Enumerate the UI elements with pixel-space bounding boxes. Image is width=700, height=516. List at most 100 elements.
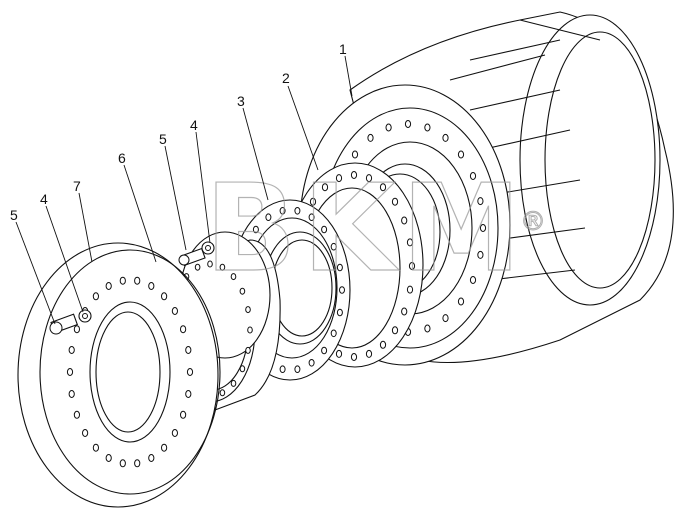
- bolt-hole: [161, 292, 168, 301]
- bolt-hole: [180, 410, 187, 419]
- leader-5-upper: [164, 145, 187, 251]
- bolt-hole: [239, 365, 246, 373]
- bolt-hole: [82, 429, 89, 437]
- bolt-hole: [73, 410, 81, 419]
- bolt-hole: [134, 276, 141, 285]
- watermark-registered-mark: ®: [520, 207, 546, 237]
- bolt-hole: [321, 225, 328, 234]
- bolt-hole: [385, 123, 392, 132]
- callout-3: 3: [237, 93, 245, 109]
- bolt-hole: [365, 174, 373, 183]
- bolt-hole: [171, 307, 178, 315]
- leader-2: [287, 85, 319, 171]
- bolt-hole: [350, 171, 358, 179]
- bolt-hole: [408, 262, 416, 270]
- callout-labels: 1 2 3 4 5 6 7 4 5: [10, 41, 347, 223]
- leader-6: [123, 164, 157, 263]
- bolt-hole: [335, 174, 343, 183]
- bolt-hole: [279, 207, 286, 215]
- callout-6: 6: [118, 150, 126, 166]
- bolt-hole: [404, 120, 412, 128]
- leader-5-lower: [15, 221, 56, 325]
- bolt-hole: [219, 263, 226, 271]
- bolt-hole: [401, 307, 408, 316]
- bolt-hole: [105, 282, 112, 290]
- bolt-hole: [207, 260, 213, 268]
- bolt-hole: [309, 197, 317, 206]
- bolt-hole: [68, 390, 75, 398]
- bolt-hole: [294, 365, 301, 374]
- bolt-upper: [178, 247, 206, 267]
- bolt-hole: [442, 314, 449, 323]
- bolt-hole: [477, 197, 484, 206]
- bolt-hole: [73, 325, 81, 334]
- bolt-hole: [321, 346, 328, 355]
- bolt-hole: [479, 224, 487, 232]
- bolt-hole: [68, 346, 75, 354]
- leader-lines: [15, 55, 353, 325]
- bolt-hole: [92, 292, 100, 301]
- disc-bolt-holes: [66, 276, 194, 468]
- callout-2: 2: [282, 70, 290, 86]
- bolt-hole: [230, 273, 237, 281]
- bolt-hole: [442, 133, 449, 142]
- callout-5-lower: 5: [10, 207, 18, 223]
- bolt-hole: [391, 326, 399, 335]
- bolt-hole: [279, 365, 286, 374]
- bolt-hole: [335, 349, 343, 358]
- watermark-logo: BKM ®: [204, 159, 546, 299]
- bolt-hole: [351, 150, 359, 159]
- bolt-hole: [336, 308, 343, 317]
- bolt-hole: [308, 213, 315, 221]
- callout-4-lower: 4: [40, 191, 48, 207]
- bolt-hole: [321, 183, 329, 192]
- watermark-text: BKM: [205, 160, 527, 299]
- bolt-hole: [469, 172, 477, 180]
- bolt-hole: [406, 238, 414, 247]
- bolt-hole: [477, 250, 484, 259]
- callout-4-upper: 4: [190, 117, 198, 133]
- bolt-hole: [148, 282, 155, 290]
- bolt-hole: [219, 389, 226, 397]
- leader-4-lower: [45, 205, 84, 313]
- bolt-hole: [180, 325, 187, 334]
- bolt-hole: [457, 297, 465, 306]
- bolt-hole: [185, 390, 192, 398]
- bolt-hole: [424, 324, 431, 333]
- bolt-hole: [391, 197, 399, 206]
- bolt-hole: [406, 285, 414, 294]
- bolt-hole: [66, 368, 74, 376]
- bolt-hole: [134, 459, 141, 468]
- washer-upper: [201, 241, 215, 255]
- callout-5-upper: 5: [159, 131, 167, 147]
- bolt-hole: [161, 443, 168, 452]
- leader-3: [242, 107, 269, 201]
- bolt-hole: [92, 443, 100, 452]
- bolt-hole: [379, 183, 387, 192]
- bolt-hole: [185, 346, 192, 354]
- leader-4-upper: [195, 131, 211, 244]
- bolt-hole: [245, 346, 251, 354]
- bolt-hole: [294, 207, 301, 215]
- callout-7: 7: [73, 178, 81, 194]
- bolt-lower: [49, 313, 79, 335]
- washer-lower: [78, 309, 92, 323]
- bolt-hole: [350, 353, 358, 361]
- bolt-hole: [171, 429, 178, 437]
- bolt-hole: [265, 213, 272, 221]
- bolt-hole: [186, 368, 194, 376]
- bolt-hole: [365, 349, 373, 358]
- bolt-hole: [252, 225, 259, 234]
- bolt-hole: [330, 242, 337, 251]
- bolt-hole: [194, 263, 201, 271]
- callout-1: 1: [339, 41, 347, 57]
- bolt-hole: [379, 340, 387, 349]
- bolt-hole: [457, 150, 465, 159]
- bolt-hole: [336, 263, 343, 272]
- leader-7: [78, 192, 93, 263]
- bolt-hole: [230, 379, 237, 387]
- bolt-hole: [119, 459, 126, 468]
- bolt-hole: [367, 133, 374, 142]
